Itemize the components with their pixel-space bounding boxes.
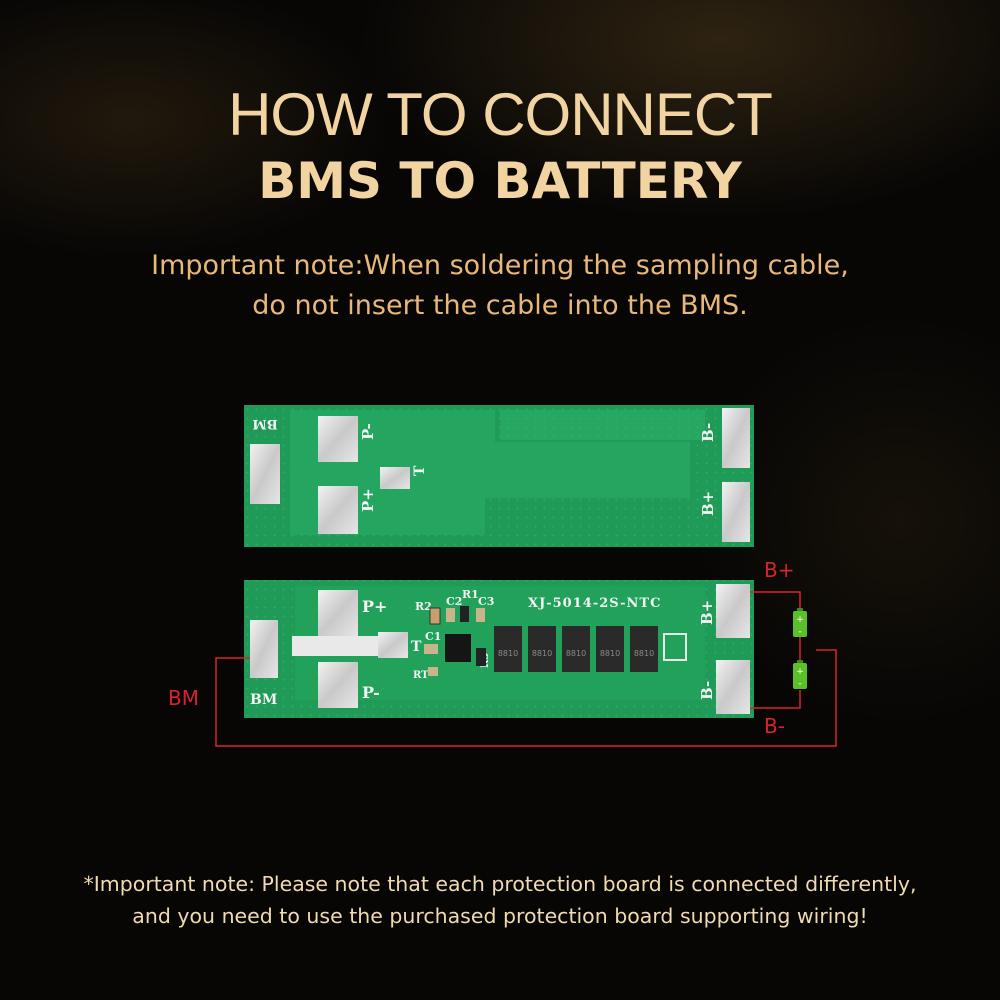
mosfet-4-mark: 8810 [600, 649, 620, 658]
pad-back-t [380, 467, 410, 489]
component-r3 [476, 648, 486, 666]
component-r1 [460, 606, 469, 622]
label-r2: R2 [415, 600, 432, 613]
important-note-top-line-2: do not insert the cable into the BMS. [252, 290, 748, 321]
battery-1-body [793, 611, 807, 637]
important-note-bottom: *Important note: Please note that each p… [0, 868, 1000, 932]
battery-cell-2: + - [793, 660, 807, 689]
label-c1: C1 [425, 630, 441, 643]
label-c2: C2 [446, 595, 462, 608]
label-front-b-plus: B+ [698, 600, 716, 625]
component-ic [445, 634, 471, 662]
component-rt [428, 667, 438, 676]
wire-label-b-minus: B- [764, 714, 785, 738]
label-c3: C3 [478, 595, 494, 608]
label-back-b-minus: B- [699, 423, 717, 442]
mosfet-array: 8810 8810 8810 8810 8810 [494, 626, 658, 672]
label-rt: RT [413, 670, 429, 681]
important-note-bottom-line-1: *Important note: Please note that each p… [83, 872, 917, 896]
important-note-bottom-line-2: and you need to use the purchased protec… [132, 904, 868, 928]
pad-back-p-plus [318, 486, 358, 534]
pad-front-bridge [292, 636, 380, 656]
pad-front-p-minus [318, 662, 358, 708]
battery-2-plus: + [796, 667, 804, 677]
important-note-top: Important note:When soldering the sampli… [0, 246, 1000, 326]
pad-front-b-plus [716, 584, 750, 638]
logo-box [663, 633, 687, 661]
pad-back-b-plus [722, 482, 750, 542]
pad-back-bm [250, 444, 280, 504]
mosfet-5 [630, 626, 658, 672]
label-front-bm: BM [250, 692, 277, 708]
battery-1-minus: - [798, 627, 801, 637]
title-line-2: BMS TO BATTERY [258, 152, 742, 210]
mosfet-2-mark: 8810 [532, 649, 552, 658]
battery-cell-1: + - [793, 608, 807, 637]
important-note-top-line-1: Important note:When soldering the sampli… [151, 250, 849, 281]
label-front-p-minus: P- [362, 683, 380, 702]
label-back-p-plus: P+ [359, 488, 377, 512]
bms-board-front: P+ P- T BM B+ B- XJ-5014-2S-NTC R2 C2 R1… [244, 580, 754, 718]
wire-b-minus [750, 690, 801, 709]
title-line-1: HOW TO CONNECT [228, 81, 773, 148]
wire-b-plus [750, 591, 801, 612]
label-back-b-plus: B+ [699, 491, 717, 516]
label-back-bm: BM [252, 416, 277, 431]
pad-front-bm [250, 620, 278, 678]
battery-2-body [793, 663, 807, 689]
wire-label-b-plus: B+ [764, 558, 795, 582]
pad-back-b-minus [722, 408, 750, 468]
mosfet-2 [528, 626, 556, 672]
battery-2-minus: - [798, 679, 801, 689]
label-back-t: T [412, 465, 428, 476]
mosfet-4 [596, 626, 624, 672]
battery-1-plus: + [796, 615, 804, 625]
label-r1: R1 [462, 588, 479, 601]
label-front-p-plus: P+ [362, 597, 387, 616]
mosfet-3-mark: 8810 [566, 649, 586, 658]
label-front-b-minus: B- [698, 681, 716, 700]
mosfet-1 [494, 626, 522, 672]
bms-board-back: BM P- P+ T B- B+ [244, 405, 754, 547]
component-c2 [446, 608, 455, 622]
pad-front-b-minus [716, 660, 750, 714]
mosfet-5-mark: 8810 [634, 649, 654, 658]
component-r2 [429, 607, 441, 625]
mosfet-1-mark: 8810 [498, 649, 518, 658]
label-front-t: T [411, 639, 422, 655]
pad-back-p-minus [318, 416, 358, 462]
wire-bm [215, 649, 837, 747]
component-c1 [424, 644, 438, 654]
component-c3 [476, 608, 485, 622]
wiring [215, 591, 837, 747]
label-board-model: XJ-5014-2S-NTC [528, 596, 661, 611]
mosfet-3 [562, 626, 590, 672]
pad-front-t [378, 632, 408, 658]
pad-front-p-plus [318, 590, 358, 636]
wire-label-bm: BM [168, 686, 199, 710]
copper-pour-left [290, 410, 690, 535]
label-back-p-minus: P- [359, 423, 377, 440]
